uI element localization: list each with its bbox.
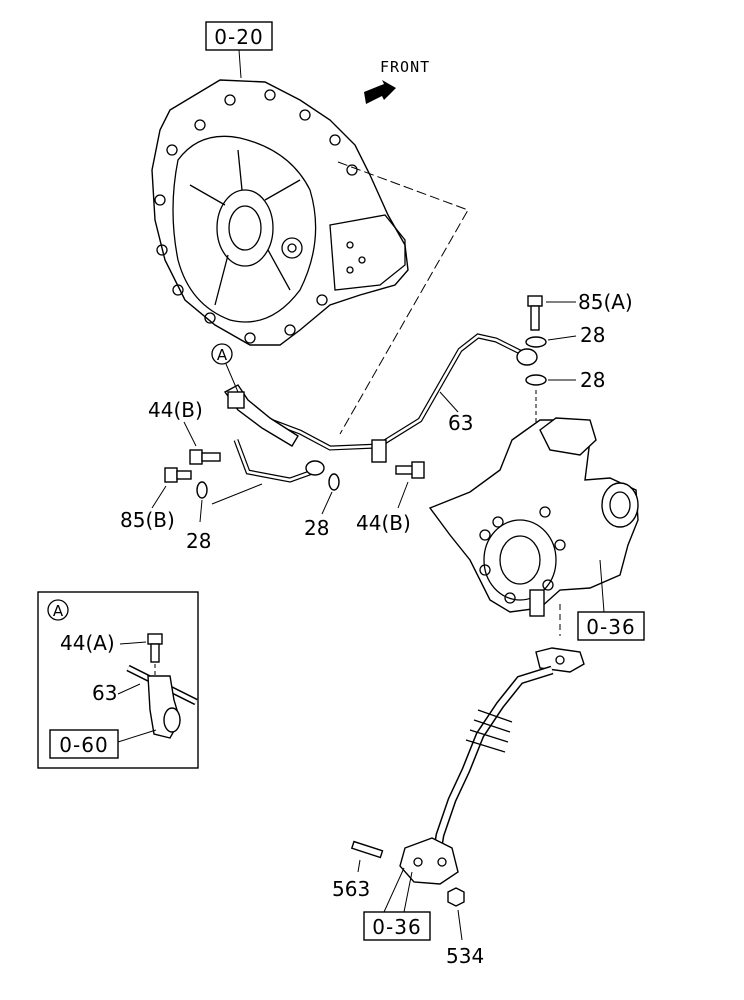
inset-a-marker: A	[47, 599, 69, 621]
front-label: FRONT	[380, 58, 430, 76]
leader-63-inset	[117, 683, 141, 695]
stud-563-icon	[350, 840, 384, 859]
leader-0-60	[117, 729, 157, 743]
bolt-44b-left-icon	[189, 449, 221, 465]
inset-a-letter: A	[53, 602, 64, 620]
leader-563	[357, 859, 361, 873]
ref-box-0-36-bottom-label: 0-36	[372, 915, 421, 939]
washer-28-upper-icon	[525, 336, 547, 348]
label-28-lower: 28	[580, 368, 605, 392]
label-28-left: 28	[186, 529, 211, 553]
inset-pipe-clamp-illustration	[126, 664, 198, 739]
washer-28-left-icon	[196, 481, 208, 499]
leader-0-36-bottom-b	[403, 871, 413, 913]
dash-link-left	[211, 483, 263, 505]
label-28-upper: 28	[580, 323, 605, 347]
washer-28-lower-icon	[525, 374, 547, 386]
label-28-mid: 28	[304, 516, 329, 540]
label-44a: 44(A)	[60, 631, 115, 655]
label-563: 563	[332, 877, 370, 901]
leader-28-mid	[321, 491, 333, 515]
transmission-housing-illustration	[151, 79, 409, 346]
inset-panel: A 44(A) 63 0-60	[37, 591, 199, 769]
leader-44a	[119, 641, 147, 645]
callout-a-marker[interactable]: A	[211, 343, 233, 365]
ref-box-0-60-label: 0-60	[59, 733, 108, 757]
label-44b-left: 44(B)	[148, 398, 203, 422]
leader-0-36-right	[599, 559, 605, 613]
leader-63	[439, 391, 459, 413]
nut-534-icon	[447, 887, 465, 907]
leader-44b-left	[183, 421, 197, 447]
leader-85b	[151, 485, 167, 509]
leader-534	[457, 909, 463, 941]
turbocharger-illustration	[428, 417, 639, 617]
callout-a-letter: A	[217, 346, 228, 364]
ref-box-0-36-right[interactable]: 0-36	[577, 611, 645, 641]
leader-0-36-bottom-a	[383, 867, 405, 913]
label-63: 63	[448, 411, 473, 435]
leader-28-left	[199, 499, 203, 523]
label-534: 534	[446, 944, 484, 968]
ref-box-0-36-bottom[interactable]: 0-36	[363, 911, 431, 941]
drain-pipe-illustration	[399, 647, 585, 885]
ref-box-0-60[interactable]: 0-60	[49, 729, 119, 759]
alignment-line	[337, 161, 469, 435]
washer-28-mid-icon	[328, 473, 340, 491]
ref-box-0-36-right-label: 0-36	[586, 615, 635, 639]
bolt-85b-icon	[164, 467, 192, 483]
label-85a: 85(A)	[578, 290, 633, 314]
label-63-inset: 63	[92, 681, 117, 705]
front-arrow-icon	[364, 80, 396, 104]
ref-box-0-20-label: 0-20	[214, 25, 263, 49]
leader-0-20	[238, 49, 242, 79]
bolt-85a-icon	[527, 295, 543, 331]
label-44b-right: 44(B)	[356, 511, 411, 535]
oil-pipe-illustration	[223, 333, 538, 483]
leader-callout-a	[225, 363, 239, 393]
leader-28-upper	[547, 335, 577, 341]
bolt-44a-icon	[147, 633, 163, 663]
label-85b: 85(B)	[120, 508, 175, 532]
bolt-44b-right-icon	[395, 461, 425, 479]
leader-44b-right	[397, 481, 409, 509]
ref-box-0-20[interactable]: 0-20	[205, 21, 273, 51]
